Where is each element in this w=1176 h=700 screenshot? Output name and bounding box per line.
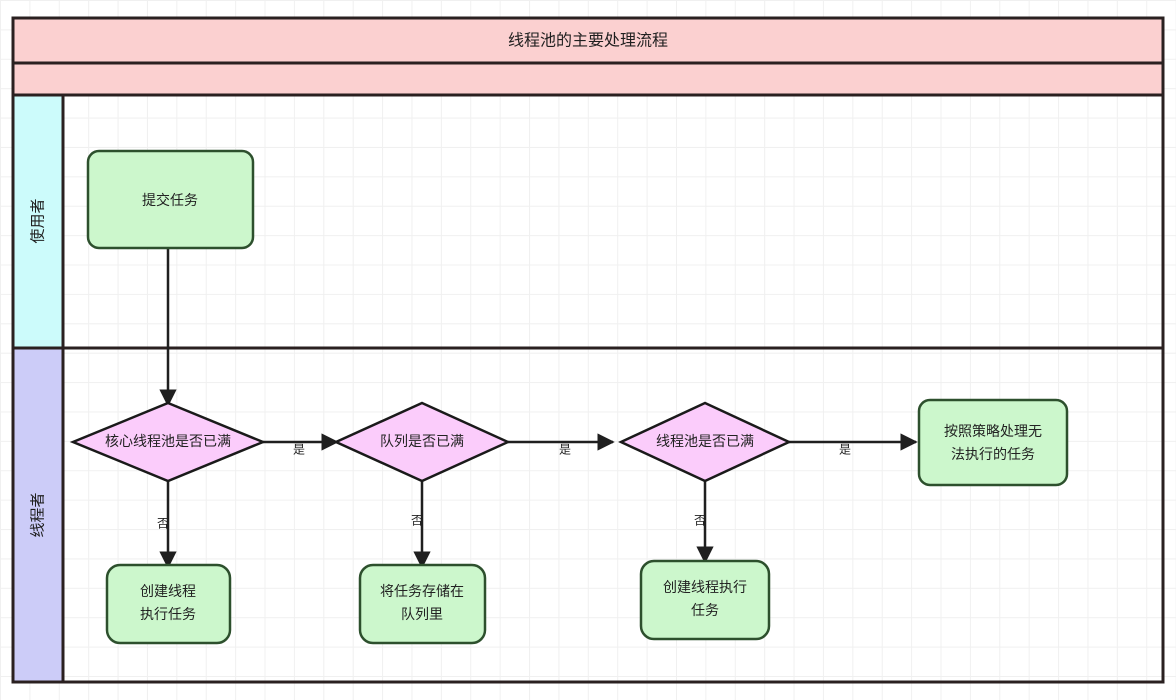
lane-user-label: 使用者 bbox=[29, 198, 47, 243]
edge-label-pool-no: 否 bbox=[694, 514, 706, 528]
lane-thread-label: 线程者 bbox=[29, 492, 47, 537]
node-create-thread-run-1[interactable]: 创建线程 执行任务 bbox=[105, 563, 232, 645]
node-shape-process bbox=[358, 563, 487, 645]
node-core-pool-full[interactable]: 核心线程池是否已满 bbox=[69, 401, 267, 483]
lane-thread-header bbox=[11, 346, 65, 684]
subtitle-band bbox=[11, 61, 1165, 97]
diagram-header: 线程池的主要处理流程 bbox=[11, 16, 1165, 97]
node-label-reject-policy-line2: 法执行的任务 bbox=[951, 447, 1035, 463]
edge-label-pool-yes: 是 bbox=[839, 443, 851, 457]
node-label-create-thread-run-1-line1: 创建线程 bbox=[140, 584, 196, 600]
node-queue-full[interactable]: 队列是否已满 bbox=[332, 401, 512, 483]
node-label-core-pool-full: 核心线程池是否已满 bbox=[105, 434, 231, 450]
node-reject-policy[interactable]: 按照策略处理无 法执行的任务 bbox=[917, 398, 1069, 487]
node-label-store-in-queue-line2: 队列里 bbox=[401, 607, 443, 623]
node-label-store-in-queue-line1: 将任务存储在 bbox=[380, 584, 464, 600]
node-label-create-thread-run-1-line2: 执行任务 bbox=[140, 607, 196, 623]
edge-label-core-yes: 是 bbox=[293, 443, 305, 457]
node-shape-process bbox=[917, 398, 1069, 487]
diagram-title: 线程池的主要处理流程 bbox=[508, 31, 668, 50]
title-band bbox=[11, 16, 1165, 65]
node-create-thread-run-2[interactable]: 创建线程执行 任务 bbox=[639, 559, 771, 641]
node-shape-decision bbox=[69, 401, 267, 483]
node-label-reject-policy-line1: 按照策略处理无 bbox=[944, 423, 1042, 440]
node-submit-task[interactable]: 提交任务 bbox=[86, 149, 255, 250]
node-label-create-thread-run-2-line2: 任务 bbox=[691, 603, 719, 619]
edge-group: 是 是 是 否 否 bbox=[157, 248, 918, 569]
node-shape-decision bbox=[332, 401, 512, 483]
node-group: 提交任务 核心线程池是否已满 队列是否已满 线程池是否已满 按照策略处理无 bbox=[69, 149, 1069, 645]
lane-thread-body bbox=[61, 346, 1165, 684]
node-label-queue-full: 队列是否已满 bbox=[380, 434, 464, 450]
node-label-create-thread-run-2-line1: 创建线程执行 bbox=[663, 580, 747, 596]
node-label-submit-task: 提交任务 bbox=[142, 192, 198, 209]
node-shape-process bbox=[86, 149, 255, 250]
node-shape-process bbox=[639, 559, 771, 641]
swimlane-group: 使用者 线程者 bbox=[11, 93, 1165, 684]
node-pool-full[interactable]: 线程池是否已满 bbox=[618, 401, 792, 483]
edge-pool-yes-reject: 是 bbox=[789, 433, 918, 457]
edge-label-queue-no: 否 bbox=[411, 514, 423, 528]
edge-queue-no-store: 否 bbox=[411, 478, 431, 569]
edge-pool-no-create: 否 bbox=[694, 478, 714, 564]
node-shape-process bbox=[105, 563, 232, 645]
edge-label-core-no: 否 bbox=[157, 517, 169, 531]
edge-core-no-create: 否 bbox=[157, 478, 177, 569]
node-shape-decision bbox=[618, 401, 792, 483]
node-store-in-queue[interactable]: 将任务存储在 队列里 bbox=[358, 563, 487, 645]
node-label-pool-full: 线程池是否已满 bbox=[656, 434, 754, 450]
edge-core-yes-queue: 是 bbox=[263, 433, 339, 457]
edge-queue-yes-pool: 是 bbox=[508, 433, 615, 457]
edge-label-queue-yes: 是 bbox=[559, 443, 571, 457]
